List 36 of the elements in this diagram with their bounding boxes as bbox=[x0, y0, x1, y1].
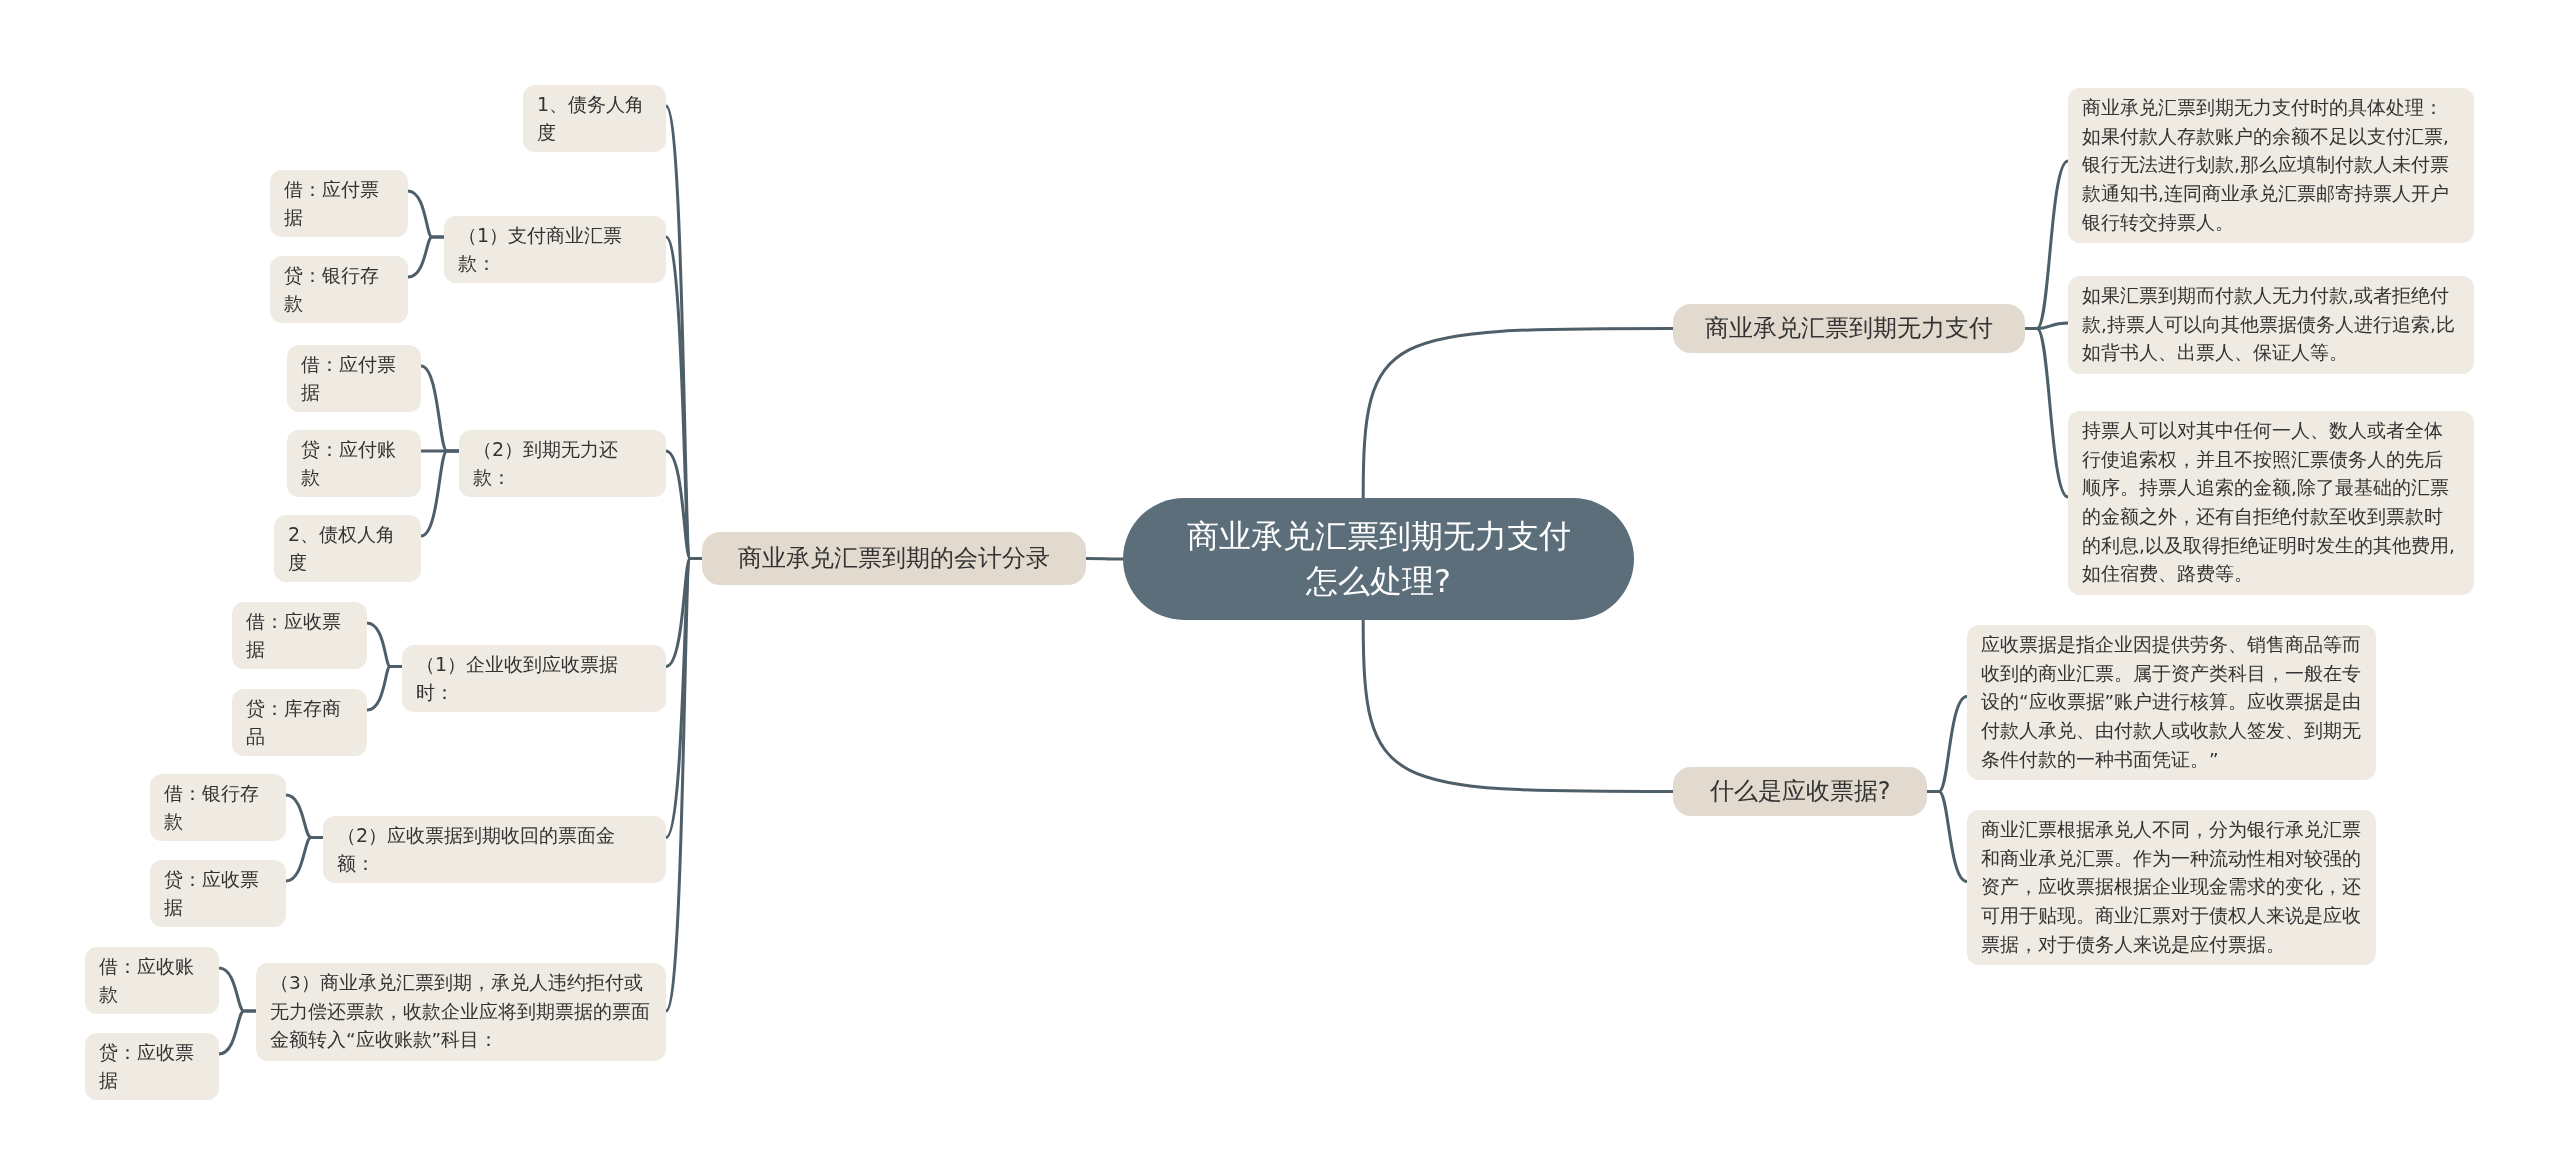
connector-line bbox=[420, 449, 459, 538]
topic-box: 贷：银行存款 bbox=[270, 256, 408, 324]
connector-line bbox=[1361, 620, 1673, 793]
topic-box: 2、债权人角度 bbox=[274, 515, 421, 583]
topic-box: 贷：应收票据 bbox=[85, 1033, 219, 1101]
topic-box: 借：应收票据 bbox=[232, 602, 367, 670]
text-card: 应收票据是指企业因提供劳务、销售商品等而收到的商业汇票。属于资产类科目，一般在专设的“应收票据”账户进行核算。应收票据是由付款人承兑、由付款人或收款人签发、到期无条件付款的一种书面凭证。” bbox=[1967, 625, 2376, 781]
topic-box: 借：银行存款 bbox=[150, 774, 286, 842]
topic-box: 贷：应付账款 bbox=[287, 430, 421, 498]
connector-line bbox=[1361, 327, 1673, 499]
connector-line bbox=[407, 235, 444, 279]
connector-line bbox=[366, 665, 402, 712]
connector-line bbox=[218, 1009, 256, 1056]
topic-box: （1）企业收到应收票据时： bbox=[402, 645, 666, 713]
topic-box: 借：应付票据 bbox=[270, 170, 408, 238]
topic-box: （2）应收票据到期收回的票面金额： bbox=[323, 816, 666, 884]
topic-box: （1）支付商业汇票款： bbox=[444, 216, 666, 284]
connector-line bbox=[664, 557, 702, 1012]
topic-box: 商业承兑汇票到期无力支付怎么处理? bbox=[1123, 498, 1634, 620]
text-card: 商业承兑汇票到期无力支付时的具体处理：如果付款人存款账户的余额不足以支付汇票,银行无法进行划款,那么应填制付款人未付票款通知书,连同商业承兑汇票邮寄持票人开户银行转交持票人。 bbox=[2068, 88, 2474, 244]
text-card: 持票人可以对其中任何一人、数人或者全体行使追索权，并且不按照汇票债务人的先后顺序。持票人追索的金额,除了最基础的汇票的金额之外，还有自拒绝付款至收到票款时的利息,以及取得拒绝证明时发生的其他费用,如住宿费、路费等。 bbox=[2068, 411, 2474, 596]
connector-line bbox=[285, 836, 323, 883]
text-card: 商业汇票根据承兑人不同，分为银行承兑汇票和商业承兑汇票。作为一种流动性相对较强的资产，应收票据根据企业现金需求的变化，还可用于贴现。商业汇票对于债权人来说是应收票据，对于债务人来说是应付票据。 bbox=[1967, 810, 2376, 966]
connector-line bbox=[1086, 557, 1123, 561]
topic-box: 借：应收账款 bbox=[85, 947, 219, 1015]
topic-box: 贷：库存商品 bbox=[232, 689, 367, 757]
topic-box: （2）到期无力还款： bbox=[459, 430, 666, 498]
topic-box: 借：应付票据 bbox=[287, 345, 421, 413]
branch-box: 什么是应收票据? bbox=[1673, 767, 1927, 816]
branch-box: 商业承兑汇票到期无力支付 bbox=[1673, 304, 2025, 353]
topic-box: （3）商业承兑汇票到期，承兑人违约拒付或无力偿还票款，收款企业应将到期票据的票面金额转入“应收账款”科目： bbox=[256, 963, 666, 1061]
text-card: 如果汇票到期而付款人无力付款,或者拒绝付款,持票人可以向其他票据债务人进行追索,比如背书人、出票人、保证人等。 bbox=[2068, 276, 2474, 374]
branch-box: 商业承兑汇票到期的会计分录 bbox=[702, 532, 1086, 585]
topic-box: 1、债务人角度 bbox=[523, 85, 666, 153]
topic-box: 贷：应收票据 bbox=[150, 860, 286, 928]
connector-line bbox=[1927, 790, 1968, 883]
